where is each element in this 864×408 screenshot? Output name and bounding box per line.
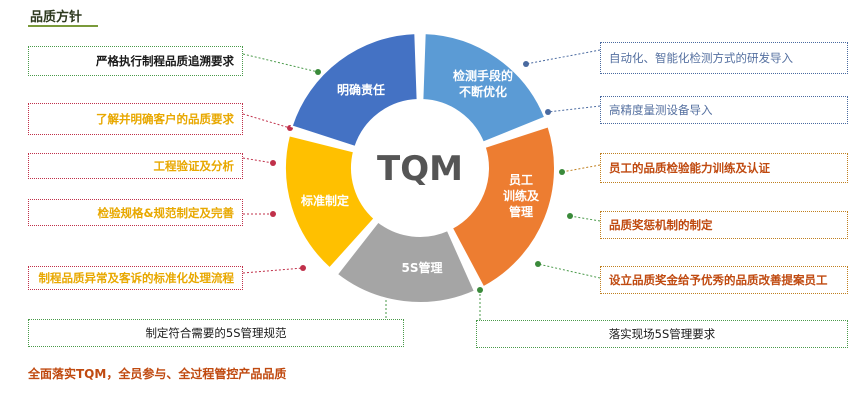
box-precision-equipment: 高精度量测设备导入 — [600, 96, 848, 124]
box-5s-spec: 制定符合需要的5S管理规范 — [28, 319, 404, 347]
box-customer-requirement: 了解并明确客户的品质要求 — [28, 103, 243, 135]
segment-detection — [421, 32, 547, 144]
connector-l1 — [242, 53, 319, 73]
center-label: TQM — [377, 149, 463, 189]
connector-dot — [270, 160, 276, 166]
box-trace-requirement: 严格执行制程品质追溯要求 — [28, 46, 243, 76]
connector-dot — [567, 213, 573, 219]
box-automation-detection: 自动化、智能化检测方式的研发导入 — [600, 42, 848, 74]
box-engineering-verification: 工程验证及分析 — [28, 153, 243, 179]
segment-label-5s: 5S管理 — [402, 260, 443, 275]
segment-label-detection-2: 不断优化 — [459, 84, 507, 99]
segment-staff-training — [450, 125, 556, 289]
box-reward-punishment: 品质奖惩机制的制定 — [600, 211, 848, 239]
connector-dot — [383, 293, 389, 299]
box-inspection-spec: 检验规格&规范制定及完善 — [28, 199, 243, 226]
connector-dot — [477, 287, 483, 293]
footer-slogan: 全面落实TQM，全员参与、全过程管控产品品质 — [28, 367, 287, 381]
box-abnormal-process: 制程品质异常及客诉的标准化处理流程 — [28, 266, 243, 290]
connector-r2 — [547, 105, 601, 113]
title-underline — [28, 25, 98, 27]
connector-r3 — [561, 164, 601, 173]
segment-5s — [335, 220, 477, 304]
ring-center — [352, 100, 488, 236]
connector-r1 — [525, 49, 601, 65]
box-5s-implementation: 落实现场5S管理要求 — [476, 320, 848, 348]
segment-responsibility — [290, 32, 419, 149]
connector-r4 — [569, 215, 601, 222]
connector-dot — [315, 69, 321, 75]
connector-dot — [559, 169, 565, 175]
segment-label-staff-1: 员工 — [509, 173, 533, 187]
segment-label-responsibility: 明确责任 — [337, 82, 385, 97]
connector-dot — [300, 265, 306, 271]
connector-l5 — [242, 267, 304, 274]
box-quality-bonus: 设立品质奖金给予优秀的品质改善提案员工 — [600, 266, 848, 294]
connector-dot — [523, 61, 529, 67]
segment-label-staff-2: 训练及 — [503, 188, 540, 203]
page-title: 品质方针 — [30, 10, 83, 25]
connector-dot — [270, 211, 276, 217]
segment-label-detection-1: 检测手段的 — [453, 68, 513, 83]
connector-dot — [535, 261, 541, 267]
connector-r5 — [537, 263, 601, 279]
connector-l3 — [242, 157, 274, 164]
segment-label-standard: 标准制定 — [300, 193, 349, 208]
connector-dot — [287, 125, 293, 131]
segment-standard — [284, 134, 376, 270]
connector-l2 — [242, 113, 291, 129]
box-staff-training: 员工的品质检验能力训练及认证 — [600, 153, 848, 183]
segment-label-staff-3: 管理 — [509, 204, 533, 219]
connector-dot — [545, 109, 551, 115]
